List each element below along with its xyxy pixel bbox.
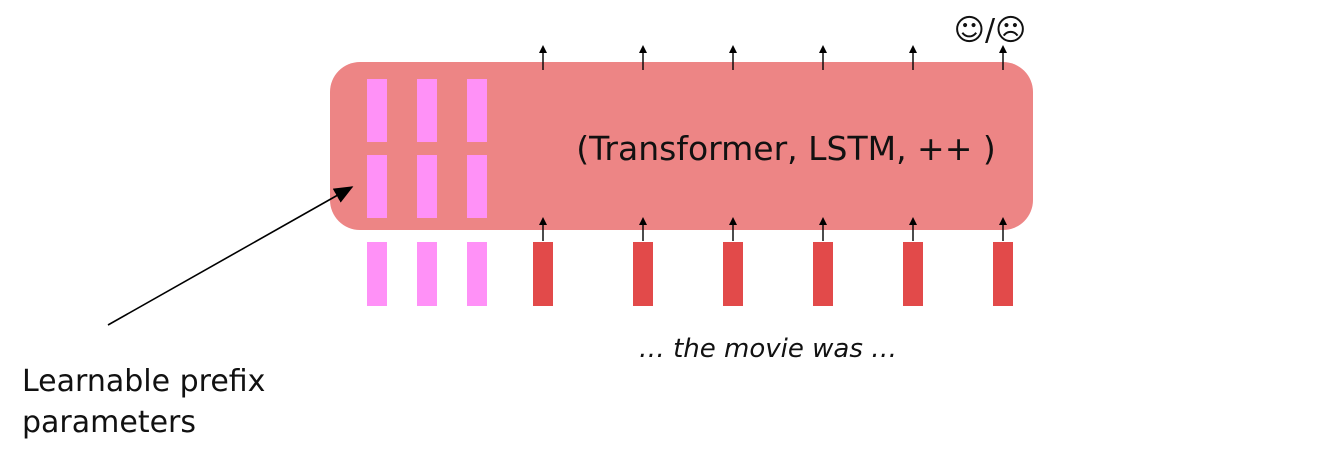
input-token-embedding: [813, 242, 833, 306]
input-token-embedding: [993, 242, 1013, 306]
input-arrow: [819, 217, 827, 241]
input-token-embeddings: [533, 242, 1013, 306]
input-token-embedding: [723, 242, 743, 306]
input-prefix-embedding: [417, 242, 437, 306]
prefix-param-block: [367, 79, 387, 142]
input-prefix-embedding: [467, 242, 487, 306]
input-sentence: … the movie was …: [639, 334, 897, 364]
model-box: [330, 62, 1033, 230]
caption-line-2: parameters: [22, 405, 196, 440]
prefix-params-in-model: [367, 79, 487, 218]
output-arrow: [729, 45, 737, 70]
output-arrow: [999, 45, 1007, 70]
input-prefix-embeddings: [367, 242, 487, 306]
input-token-embedding: [633, 242, 653, 306]
prefix-pointer-arrow: [107, 186, 354, 326]
caption-line-1: Learnable prefix: [22, 364, 265, 399]
model-label: (Transformer, LSTM, ++ ): [576, 129, 995, 168]
output-arrow: [639, 45, 647, 70]
output-arrow: [819, 45, 827, 70]
output-arrows: [539, 45, 1007, 70]
input-token-embedding: [533, 242, 553, 306]
prefix-param-block: [467, 79, 487, 142]
input-arrow: [999, 217, 1007, 241]
prefix-param-block: [467, 155, 487, 218]
input-token-embedding: [903, 242, 923, 306]
prefix-param-block: [417, 79, 437, 142]
sentiment-output-label: ☺/☹: [954, 13, 1027, 48]
output-arrow: [539, 45, 547, 70]
prefix-param-block: [367, 155, 387, 218]
input-prefix-embedding: [367, 242, 387, 306]
prefix-param-block: [417, 155, 437, 218]
output-arrow: [909, 45, 917, 70]
input-arrow: [639, 217, 647, 241]
input-arrow: [909, 217, 917, 241]
input-arrow: [539, 217, 547, 241]
input-arrows: [539, 217, 1007, 241]
input-arrow: [729, 217, 737, 241]
